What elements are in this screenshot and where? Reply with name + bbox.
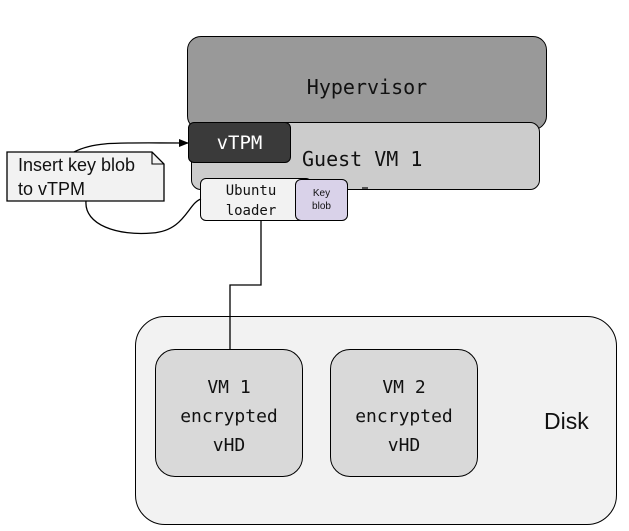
- ubuntu-loader-box: Ubuntu loader: [200, 178, 312, 221]
- ubuntu-loader-label: Ubuntu loader: [225, 183, 277, 219]
- vm1-encrypted-vhd: VM 1 encrypted vHD: [155, 349, 303, 477]
- note-to-vtpm-arrow: [73, 138, 189, 153]
- vm2-encrypted-vhd: VM 2 encrypted vHD: [330, 349, 478, 477]
- guest-vm-label: Guest VM 1: [302, 147, 423, 171]
- note-label: Insert key blob to vTPM: [18, 155, 136, 199]
- note-fold: [151, 152, 164, 165]
- note-shape: [6, 151, 165, 202]
- disk-label: Disk: [544, 408, 589, 434]
- hypervisor-label: Hypervisor: [306, 75, 428, 99]
- note-to-loader-curve: [85, 198, 202, 235]
- vtpm-box: vTPM: [188, 122, 291, 163]
- vm1-encrypted-vhd-label: VM 1 encrypted vHD: [180, 377, 278, 456]
- vtpm-label: vTPM: [216, 132, 263, 154]
- key-blob-box: Key blob: [295, 179, 348, 221]
- loader-to-vhd-connector: [229, 221, 262, 349]
- vm2-encrypted-vhd-label: VM 2 encrypted vHD: [355, 377, 453, 456]
- key-blob-label: Key blob: [312, 188, 331, 212]
